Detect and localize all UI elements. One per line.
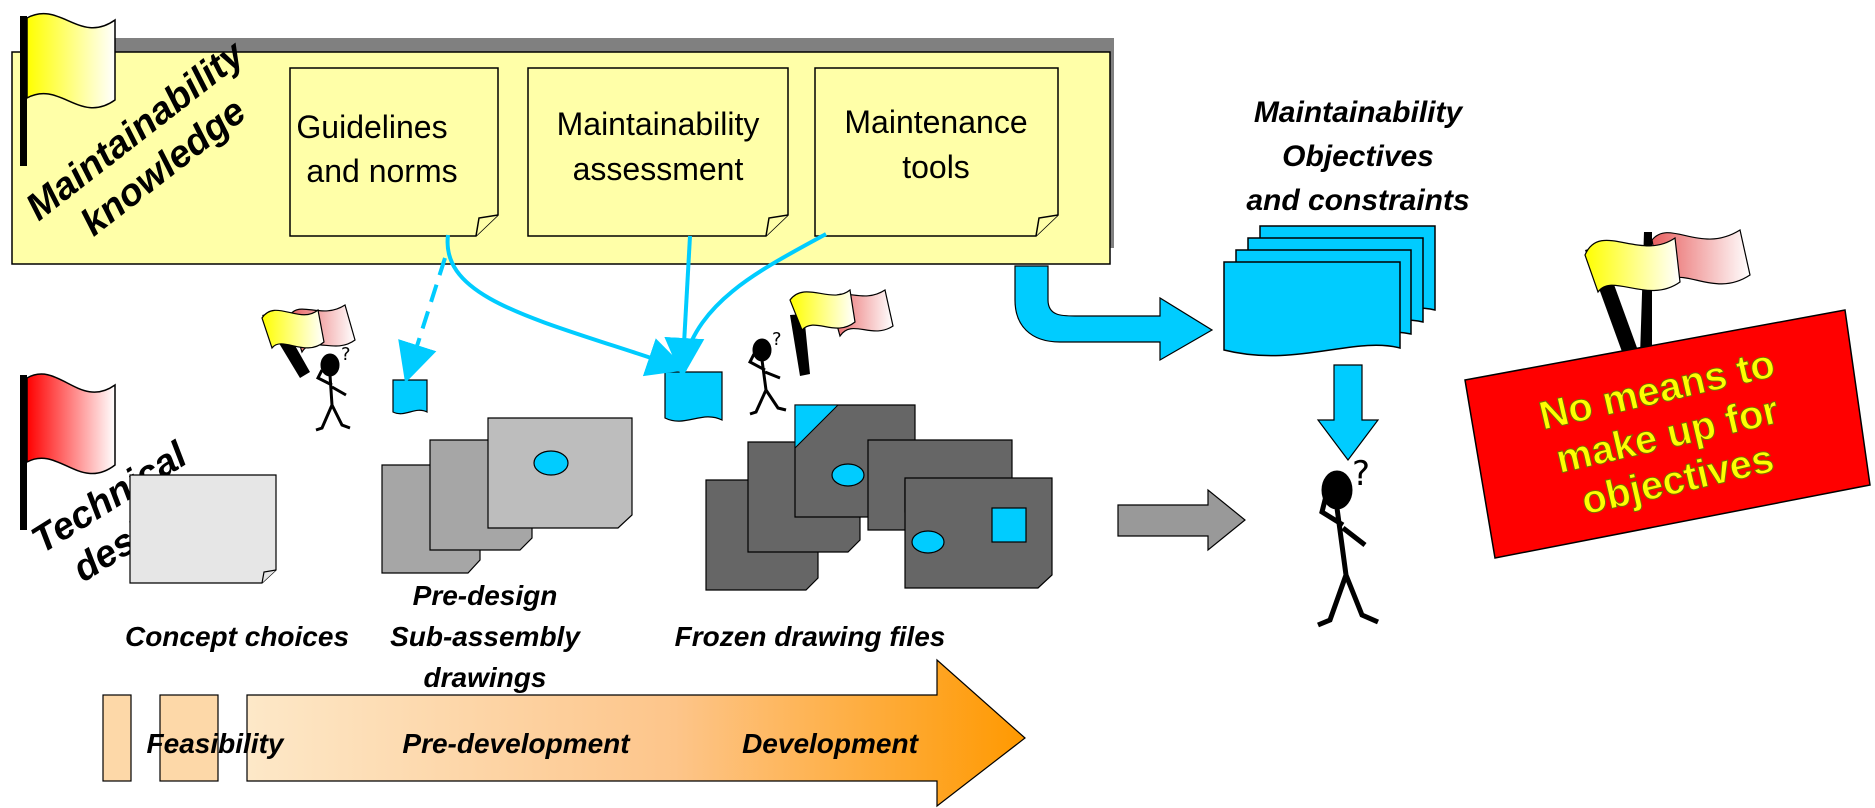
objectives-document-stack-icon xyxy=(1223,225,1436,357)
predesign-label-line2: Sub-assembly xyxy=(390,621,581,652)
objectives-line2: Objectives xyxy=(1282,140,1434,173)
double-flag-icon-3 xyxy=(1584,229,1751,362)
small-doc-icon-2 xyxy=(664,371,723,422)
phase-arrow xyxy=(246,658,1026,808)
phase-development: Development xyxy=(742,728,919,759)
warning-box: No means to make up for objectives xyxy=(1464,309,1871,559)
note-guidelines-line1: Guidelines xyxy=(296,109,447,145)
note-guidelines-line2: and norms xyxy=(306,153,457,189)
knowledge-flag-icon xyxy=(20,12,116,166)
gray-arrow-icon xyxy=(1117,488,1246,552)
knowledge-connectors xyxy=(398,232,827,384)
objectives-line3: and constraints xyxy=(1246,184,1469,217)
phase-predevelopment: Pre-development xyxy=(402,728,631,759)
note-guidelines: Guidelines and norms xyxy=(289,67,499,237)
double-flag-icon-1 xyxy=(261,304,356,378)
phase-block-2 xyxy=(159,694,219,782)
concept-choices-label: Concept choices xyxy=(125,621,349,652)
objectives-line1: Maintainability xyxy=(1254,96,1464,129)
svg-text:?: ? xyxy=(1352,454,1370,494)
objectives-label: Maintainability Objectives and constrain… xyxy=(1246,96,1469,217)
stick-figure-small-2-icon: ? xyxy=(748,329,787,416)
predesign-label-line1: Pre-design xyxy=(413,580,558,611)
knowledge-to-objectives-arrow xyxy=(1014,265,1214,362)
frozen-drawing-label: Frozen drawing files xyxy=(675,621,946,652)
phase-timeline: Feasibility Pre-development Development xyxy=(102,658,1026,808)
phase-feasibility: Feasibility xyxy=(147,728,285,759)
note-assessment-line1: Maintainability xyxy=(557,106,760,142)
note-tools-line2: tools xyxy=(902,149,970,185)
concept-sheet xyxy=(129,474,277,584)
predesign-label-line3: drawings xyxy=(424,662,547,693)
predesign-sheets xyxy=(381,417,633,574)
svg-text:?: ? xyxy=(341,344,351,365)
double-flag-icon-2 xyxy=(789,288,894,376)
technical-design-flag-icon xyxy=(20,373,116,530)
note-assessment-line2: assessment xyxy=(573,151,744,187)
note-tools-line1: Maintenance xyxy=(844,104,1027,140)
small-doc-icon-1 xyxy=(392,379,428,415)
note-assessment: Maintainability assessment xyxy=(527,67,789,237)
frozen-sheets xyxy=(705,404,1053,591)
svg-text:?: ? xyxy=(772,329,782,350)
stick-figure-large-icon: ? xyxy=(1317,454,1380,628)
stick-figure-small-1-icon: ? xyxy=(315,344,351,432)
objectives-down-arrow xyxy=(1316,364,1380,461)
phase-block-1 xyxy=(102,694,132,782)
note-tools: Maintenance tools xyxy=(814,67,1059,237)
